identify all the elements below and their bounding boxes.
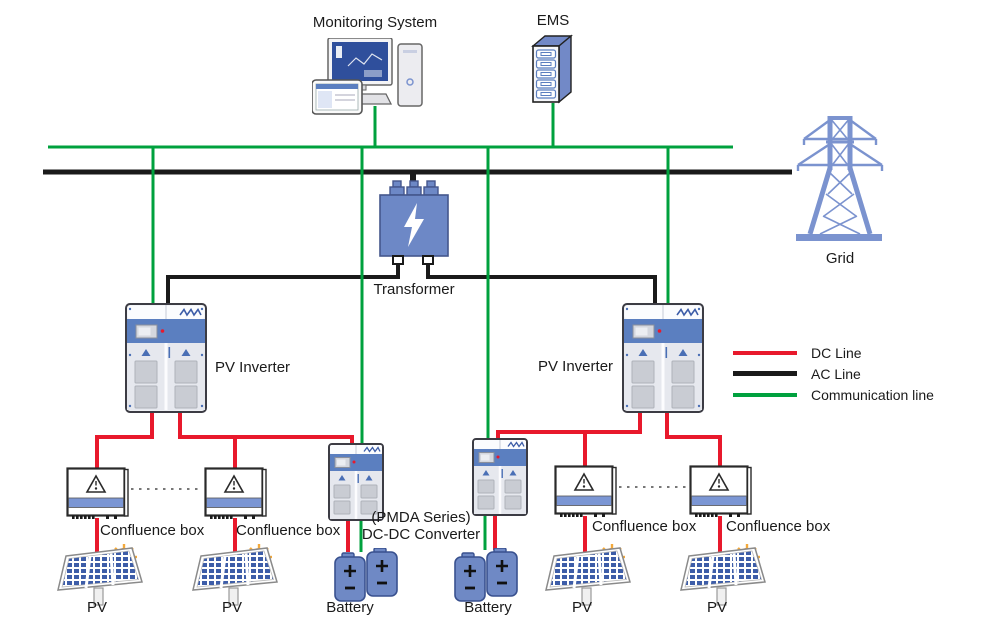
grid-label: Grid [825, 250, 855, 267]
monitoring-system-label: Monitoring System [312, 14, 438, 31]
dc-line-label: DC Line [811, 344, 862, 361]
pv-inverter-left-icon [125, 303, 207, 413]
confluence-box-4-icon [689, 465, 753, 519]
pv-panel-2-label: PV [221, 599, 243, 616]
monitoring-system-icon [312, 38, 427, 116]
legend-row-ac: AC Line [733, 363, 934, 384]
confluence-box-1-icon [66, 467, 130, 521]
dotted-links [131, 486, 687, 490]
pv-inverter-right-label: PV Inverter [538, 358, 614, 375]
communication-lines [48, 103, 733, 552]
transformer-label: Transformer [373, 281, 455, 298]
pv-inverter-left-label: PV Inverter [215, 359, 291, 376]
pv-inverter-right-icon [622, 303, 704, 413]
dc-line-swatch [733, 350, 797, 355]
pv-panel-4-label: PV [706, 599, 728, 616]
confluence-box-3-icon [554, 465, 618, 519]
battery-right-label: Battery [464, 599, 512, 616]
pv-panel-3-label: PV [571, 599, 593, 616]
confluence-box-3-label: Confluence box [592, 518, 697, 535]
legend: DC Line AC Line Communication line [733, 342, 934, 405]
confluence-box-2-label: Confluence box [236, 522, 341, 539]
battery-left-label: Battery [326, 599, 374, 616]
dcdc-converter-right-icon [472, 438, 528, 516]
confluence-box-2-icon [204, 467, 268, 521]
confluence-box-1-label: Confluence box [100, 522, 205, 539]
ems-server-icon [527, 28, 581, 108]
communication-line-label: Communication line [811, 386, 934, 403]
dcdc-series-line: (PMDA Series) [371, 509, 471, 526]
battery-right-icon [454, 548, 520, 602]
dc-lines [95, 411, 722, 556]
ems-label: EMS [536, 12, 570, 29]
pv-panel-1-label: PV [86, 599, 108, 616]
grid-tower-icon [790, 110, 890, 245]
dcdc-converter-label: (PMDA Series) DC-DC Converter [362, 509, 480, 543]
transformer-icon [379, 180, 449, 268]
legend-row-comm: Communication line [733, 384, 934, 405]
confluence-box-4-label: Confluence box [726, 518, 831, 535]
legend-row-dc: DC Line [733, 342, 934, 363]
ac-line-label: AC Line [811, 365, 861, 382]
dcdc-name-line: DC-DC Converter [361, 526, 481, 543]
communication-line-swatch [733, 392, 797, 397]
battery-left-icon [334, 548, 400, 602]
ac-line-swatch [733, 371, 797, 376]
